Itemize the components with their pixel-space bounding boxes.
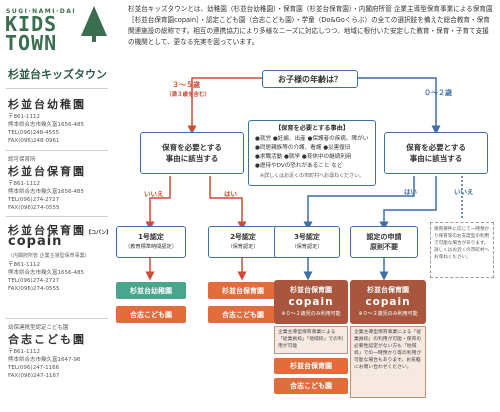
cert-subtitle: （保育認定） (227, 244, 259, 250)
age-younger-label: ０〜２歳 (424, 89, 452, 97)
cert2-box: 2号認定 （保育認定） (208, 226, 278, 258)
cert-subtitle: （教育標準時間認定） (125, 244, 177, 250)
facility-phone: TEL(096)247-1166 (8, 365, 60, 371)
no-label-younger: いいえ (454, 188, 474, 196)
facility-sidebar: SUGI·NAMI·DAI KIDS TOWN 杉並台キッズタウン 杉並台幼稚園… (0, 0, 114, 412)
nursery-result: 杉並台保育園 (208, 282, 278, 299)
cert-title: 原則不要 (370, 243, 398, 251)
facility-address-line: 〒861-1112 (8, 114, 40, 120)
logo-line-2: TOWN (5, 31, 58, 55)
cert-title: 1号認定 (138, 233, 164, 241)
need-line: 保育を必要とする (162, 143, 222, 152)
copain-result-left: 杉並台保育園 copain ※０〜２歳児のみ利用可能 (274, 280, 348, 324)
logo-wordmark: KIDS TOWN (5, 12, 58, 55)
reason-item: ●虐待やDVの恐れがあること など (255, 163, 343, 169)
age-question-box: お子様の年齢は？ (262, 70, 358, 88)
yes-label-younger: はい (404, 188, 417, 196)
need-line: 事由に該当する (165, 154, 219, 163)
reason-item: ●就労 ●妊娠、出産 ●保護者の疾病、障がい (255, 136, 369, 142)
facility-address-line: 〒861-1112 (8, 181, 40, 187)
facility-fax: FAX(096)247-1167 (8, 373, 60, 379)
reason-item: ●同居親族等の介護、看護 ●災害復旧 (255, 145, 351, 151)
facility-name-kodomoen: 合志こども園 (8, 333, 86, 346)
facility-phone: TEL(096)274-2727 (8, 278, 60, 284)
facility-fax: FAX(096)248-0961 (8, 138, 60, 144)
need-box-older: 保育を必要とする 事由に該当する (140, 132, 244, 174)
cert3-box: 3号認定 （保育認定） (274, 226, 340, 258)
age-older-note: （満３歳を含む） (166, 92, 211, 98)
facility-address-line: 〒861-1112 (8, 262, 40, 268)
copain-wordmark: copain (8, 234, 63, 249)
facility-tag: 【コパン】 (86, 230, 112, 236)
facility-phone: TEL(096)274-2727 (8, 197, 60, 203)
facility-type-label: 幼保連携型認定こども園 (8, 325, 69, 331)
cert-subtitle: （保育認定） (291, 244, 323, 250)
divider (6, 318, 108, 319)
kodomoen-result: 合志こども園 (208, 306, 278, 323)
dashed-note-box: 保育要件に応じて一時預かり保育等のお支度型の利用で可能な場合があります。詳しくは… (430, 222, 494, 278)
cert1-box: 1号認定 （教育標準時間認定） (116, 226, 186, 258)
flowchart: お子様の年齢は？ ３〜５歳 （満３歳を含む） ０〜２歳 保育を必要とする 事由に… (114, 0, 500, 412)
reason-item: ●求職活動 ●就学 ●育休中の継続利用 (255, 154, 352, 160)
facility-address-line: 熊本県合志市幾久富1656-485 (8, 270, 84, 276)
reasons-note: ※詳しくはお近くの市町村へお尋ねください。 (259, 173, 365, 179)
brand-title: 杉並台キッズタウン (8, 68, 107, 81)
need-box-younger: 保育を必要とする 事由に該当する (384, 132, 488, 174)
facility-fax: FAX(096)274-0555 (8, 205, 60, 211)
facility-name-text: 杉並台保育園 (8, 224, 86, 237)
flowchart-connectors (145, 77, 463, 281)
copain-age-note: ※０〜２歳児のみ利用可能 (281, 311, 341, 317)
copain-result-right: 杉並台保育園 copain ※０〜２歳児のみ利用可能 (350, 280, 426, 324)
copain-wordmark: copain (288, 296, 334, 308)
copain-wordmark: copain (365, 296, 411, 308)
no-label: いいえ (144, 190, 164, 198)
need-line: 事由に該当する (409, 154, 463, 163)
divider (6, 88, 108, 89)
copain-name: 杉並台保育園 (367, 286, 409, 294)
facility-name-kindergarten: 杉並台幼稚園 (8, 98, 86, 111)
logo-line-1: KIDS (5, 12, 58, 36)
divider (6, 216, 108, 217)
facility-name-nursery: 杉並台保育園 (8, 165, 86, 178)
kodomoen-result-3: 合志こども園 (274, 378, 348, 394)
facility-address-line: 熊本県合志市幾久富1656-485 (8, 189, 84, 195)
cert-title: 2号認定 (230, 233, 256, 241)
need-line: 保育を必要とする (406, 143, 466, 152)
reasons-title: 【保育を必要とする事由】 (274, 125, 350, 132)
cert-title: 3号認定 (294, 233, 320, 241)
facility-type-label: 〔内閣府所管 企業主導型保育事業〕 (8, 253, 90, 259)
intro-paragraph: 杉並台キッズタウンとは、幼稚園（杉並台幼稚園）・保育園（杉並台保育園）・内閣府所… (128, 5, 493, 47)
logo-tagline: SUGI·NAMI·DAI (6, 8, 77, 15)
divider (6, 150, 108, 151)
facility-fax: FAX(096)274-0555 (8, 286, 60, 292)
copain-detail-right: 企業主導型保育事業による「従業員枠」の利用が可能・保育の必要性認定がない方も「地… (350, 326, 426, 398)
facility-address-line: 熊本県合志市幾久富1647-96 (8, 357, 81, 363)
age-older-label: ３〜５歳 (172, 81, 200, 89)
kindergarten-result: 杉並台幼稚園 (116, 282, 186, 299)
cert-none-box: 認定の申請 原則不要 (350, 226, 418, 258)
copain-name: 杉並台保育園 (290, 286, 332, 294)
facility-type-label: 認可保育所 (8, 157, 36, 163)
cert-title: 認定の申請 (366, 233, 402, 241)
facility-phone: TEL(096)248-4555 (8, 130, 60, 136)
copain-age-note: ※０〜２歳児のみ利用可能 (358, 311, 418, 317)
copain-detail-left: 企業主導型保育事業による「従業員枠」「地域枠」での利用が可能 (274, 326, 348, 354)
nursery-result-3: 杉並台保育園 (274, 358, 348, 374)
kodomoen-result: 合志こども園 (116, 306, 186, 323)
facility-address-line: 〒861-1112 (8, 349, 40, 355)
facility-name-copain: 杉並台保育園【コパン】 (8, 222, 111, 238)
tree-icon (81, 6, 107, 42)
yes-label: はい (224, 190, 237, 198)
reasons-box: 【保育を必要とする事由】 ●就労 ●妊娠、出産 ●保護者の疾病、障がい ●同居親… (248, 120, 376, 186)
facility-address-line: 熊本県合志市幾久富1656-485 (8, 122, 84, 128)
